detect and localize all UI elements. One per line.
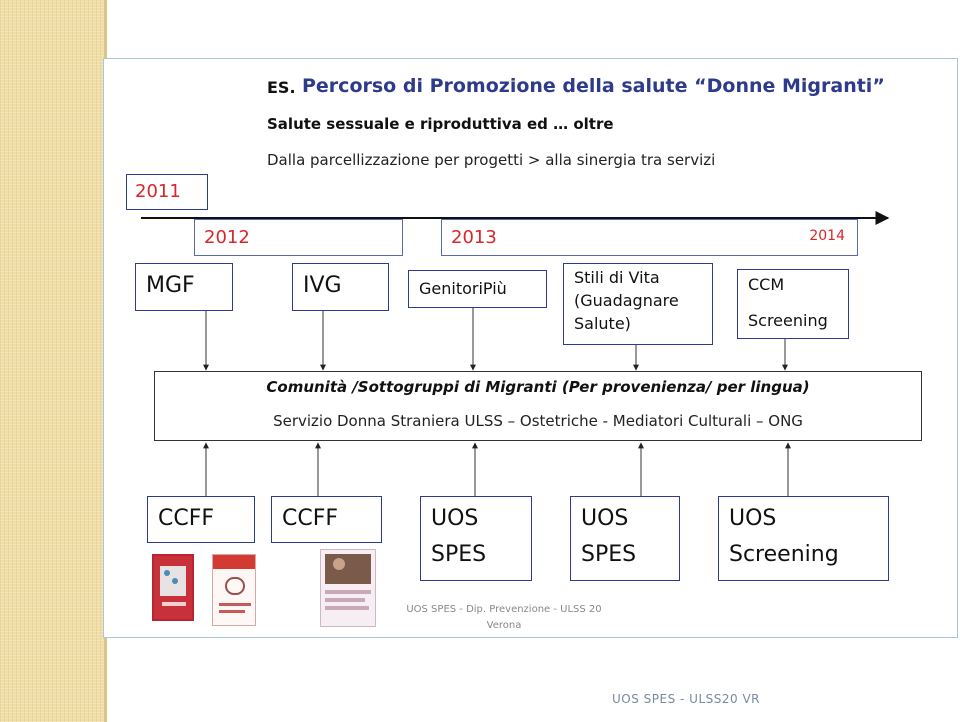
service-label-uos-spes-2-line1: UOS <box>581 506 629 531</box>
project-box-mgf: MGF <box>135 263 233 311</box>
year-label-2013: 2013 <box>451 227 497 248</box>
service-box-ccff-1: CCFF <box>147 496 255 543</box>
year-box-2012: 2012 <box>194 219 403 256</box>
service-box-uos-screening: UOS Screening <box>718 496 889 581</box>
service-label-uos-screening-line1: UOS <box>729 506 777 531</box>
slide-footer-source: UOS SPES - Dip. Prevenzione - ULSS 20 Ve… <box>406 604 602 631</box>
service-label-ccff-1: CCFF <box>158 506 215 531</box>
es-label: ES. <box>267 78 296 97</box>
service-label-uos-screening-line2: Screening <box>729 542 839 567</box>
project-label-mgf: MGF <box>146 273 195 298</box>
slide-tagline: Dalla parcellizzazione per progetti > al… <box>267 151 716 169</box>
slide-subtitle: Salute sessuale e riproduttiva ed … oltr… <box>267 115 614 133</box>
service-box-uos-spes-2: UOS SPES <box>570 496 680 581</box>
page-footer: UOS SPES - ULSS20 VR <box>612 692 761 706</box>
project-label-stili-line1: Stili di Vita <box>574 268 660 287</box>
service-box-ccff-2: CCFF <box>271 496 382 543</box>
decorative-side-strip <box>0 0 104 722</box>
service-label-ccff-2: CCFF <box>282 506 339 531</box>
service-label-uos-spes-2-line2: SPES <box>581 542 637 567</box>
year-label-2014: 2014 <box>809 228 845 244</box>
brochure-thumbnail-red <box>152 554 194 621</box>
year-box-2011: 2011 <box>126 174 208 210</box>
year-label-2011: 2011 <box>135 181 181 202</box>
service-box-uos-spes-1: UOS SPES <box>420 496 532 581</box>
connector-lines <box>141 211 890 496</box>
project-box-ccm: CCM Screening <box>737 269 849 339</box>
brochure-thumbnail-photo <box>320 549 376 627</box>
community-title: Comunità /Sottogruppi di Migranti (Per p… <box>266 378 810 396</box>
brochure-thumbnail-poster <box>212 554 256 626</box>
project-box-stili-di-vita: Stili di Vita (Guadagnare Salute) <box>563 263 713 345</box>
community-box: Comunità /Sottogruppi di Migranti (Per p… <box>154 371 922 441</box>
service-label-uos-spes-1-line2: SPES <box>431 542 487 567</box>
project-label-ivg: IVG <box>303 273 342 298</box>
project-label-stili-line2: (Guadagnare <box>574 291 679 310</box>
year-label-2012: 2012 <box>204 227 250 248</box>
project-label-stili-line3: Salute) <box>574 314 631 333</box>
project-label-genitoripiu: GenitoriPiù <box>419 279 507 298</box>
project-label-ccm-line1: CCM <box>748 275 785 294</box>
service-label-uos-spes-1-line1: UOS <box>431 506 479 531</box>
community-services: Servizio Donna Straniera ULSS – Ostetric… <box>273 412 803 430</box>
project-box-genitoripiu: GenitoriPiù <box>408 270 547 308</box>
slide-frame: ES. Percorso di Promozione della salute … <box>103 58 958 638</box>
project-box-ivg: IVG <box>292 263 389 311</box>
year-box-2013: 2013 2014 <box>441 219 858 256</box>
project-label-ccm-line2: Screening <box>748 311 828 330</box>
slide-title: Percorso di Promozione della salute “Don… <box>302 75 885 97</box>
